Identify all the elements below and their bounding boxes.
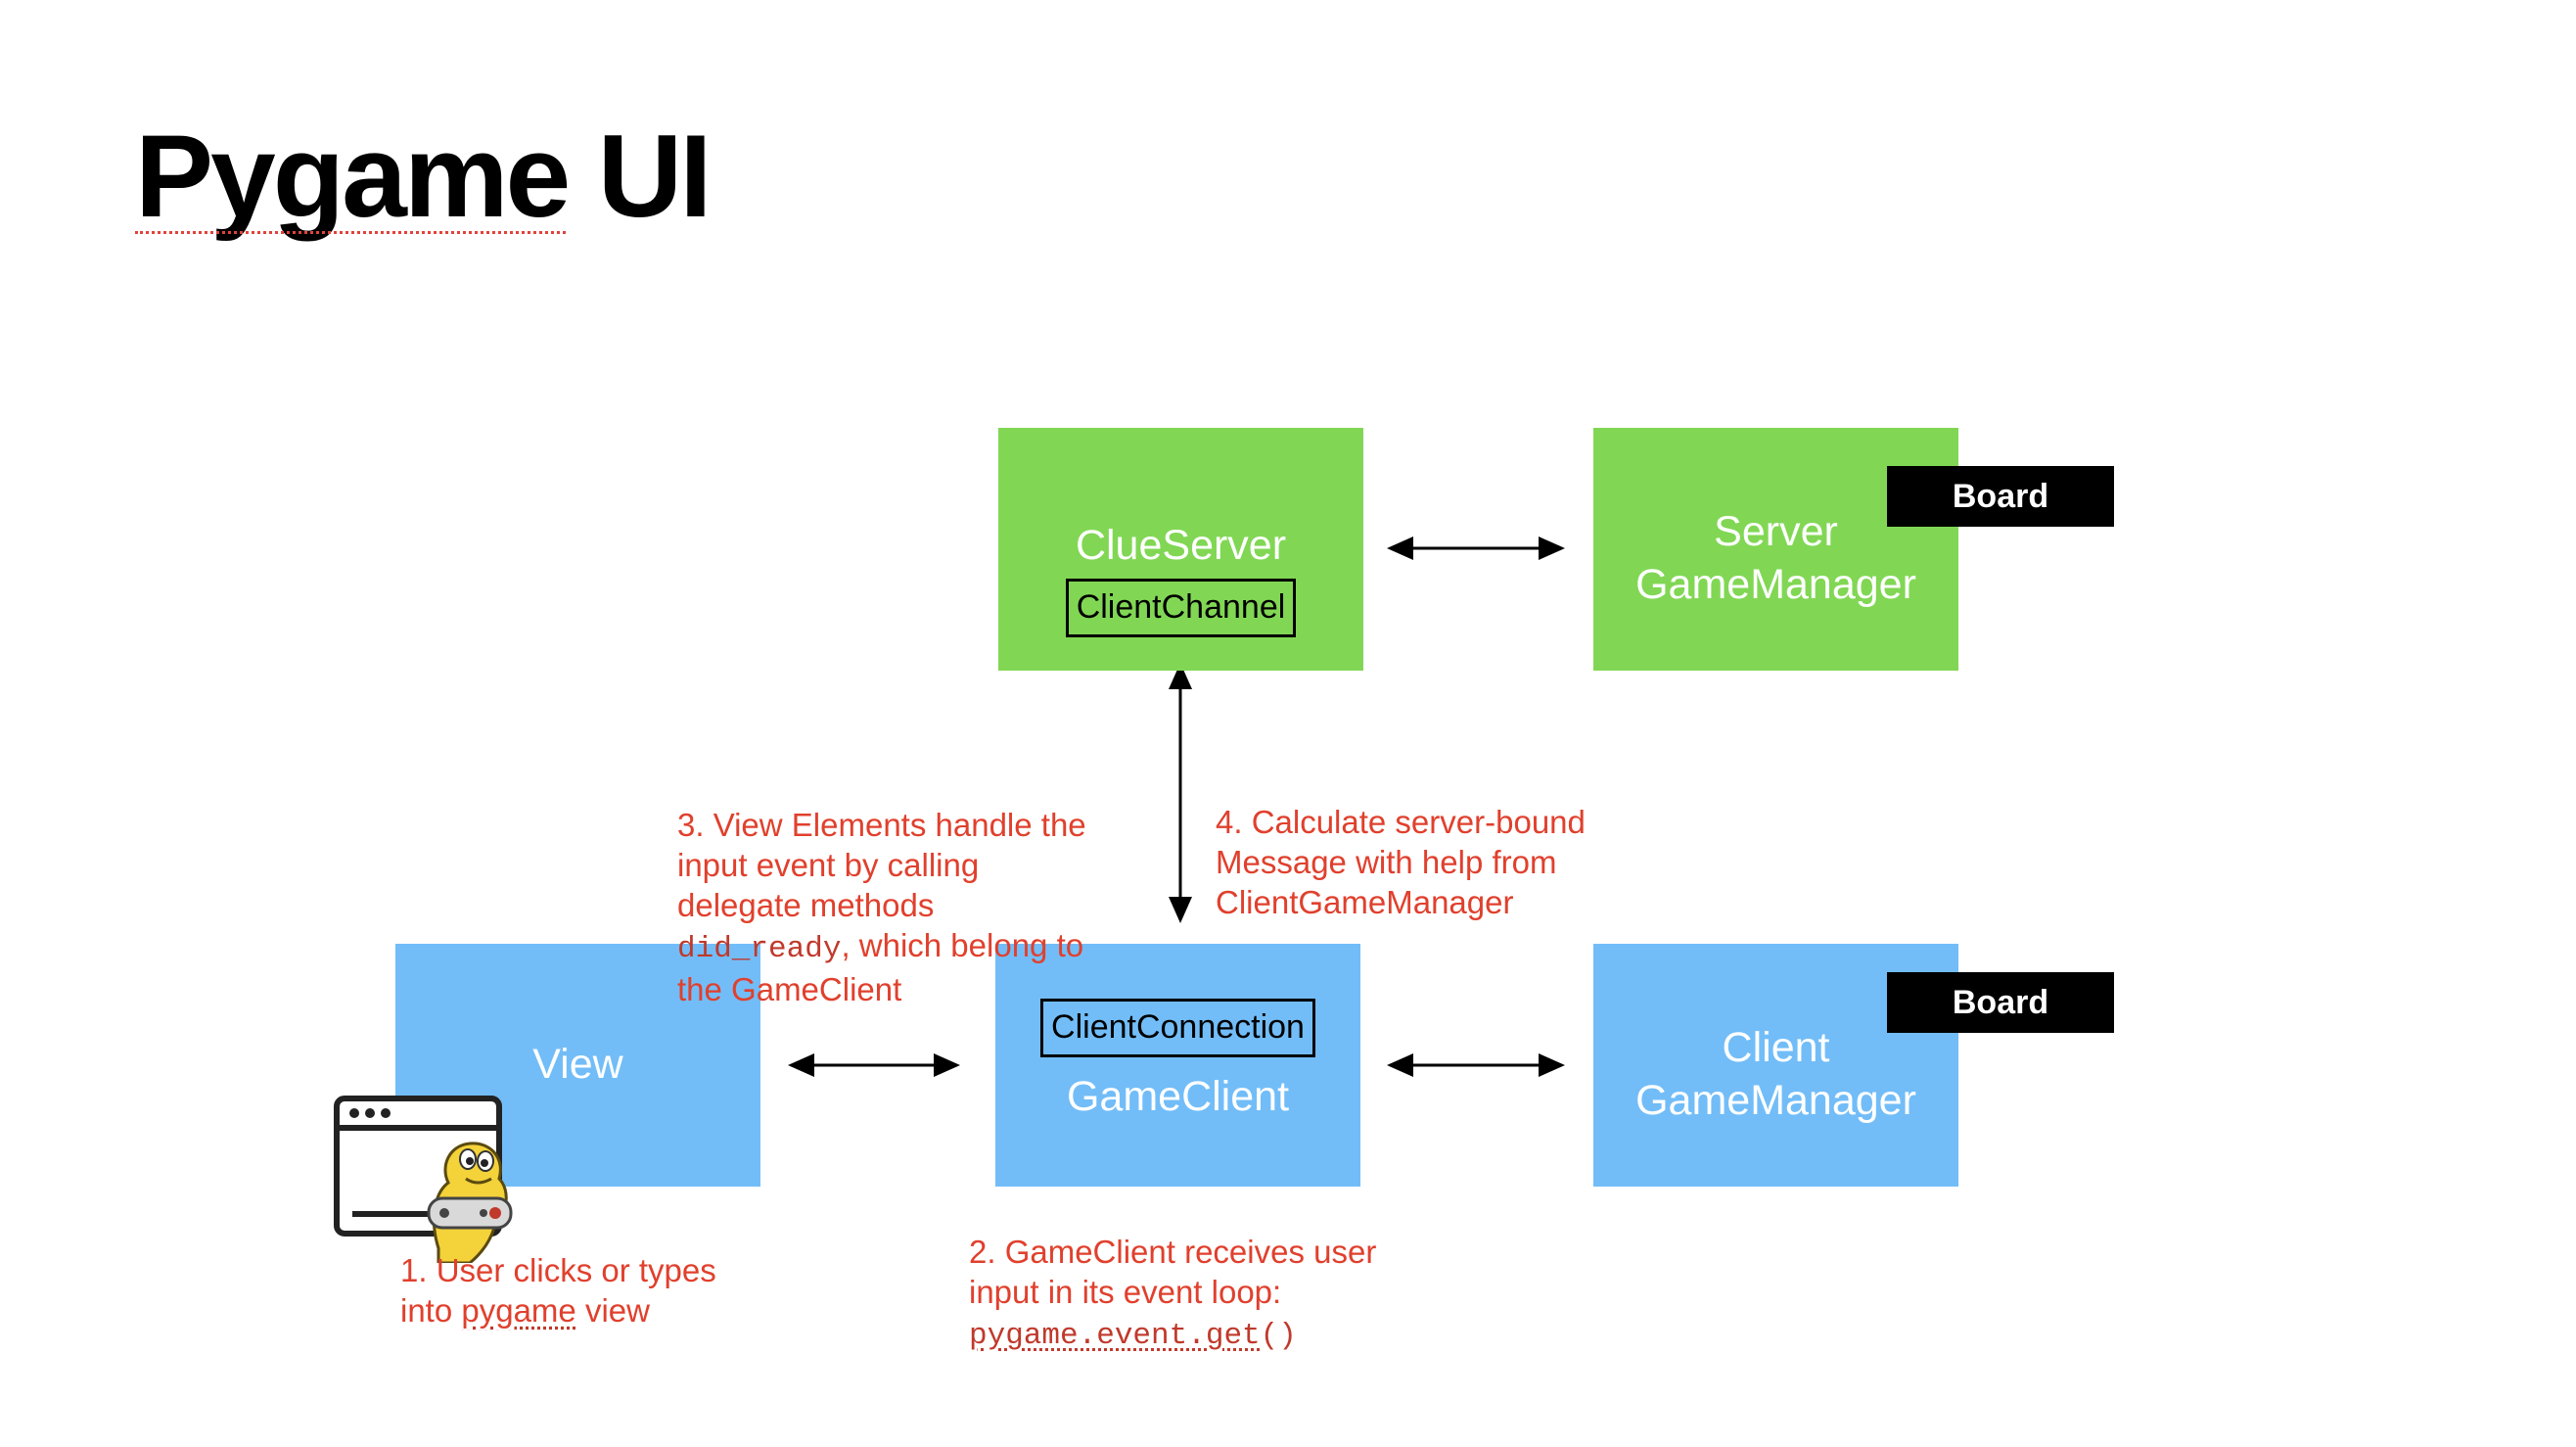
step4-line3: ClientGameManager bbox=[1216, 884, 1514, 920]
client-gm-line2: GameManager bbox=[1635, 1077, 1916, 1124]
client-gamemanager-box: Client GameManager bbox=[1593, 944, 1958, 1187]
server-gamemanager-box: Server GameManager bbox=[1593, 428, 1958, 671]
step2-line1: 2. GameClient receives user bbox=[969, 1234, 1377, 1270]
step3-line1: 3. View Elements handle the bbox=[677, 807, 1086, 843]
step3-line2: input event by calling bbox=[677, 847, 980, 883]
step3-line3: delegate methods bbox=[677, 887, 935, 923]
step4-line1: 4. Calculate server-bound bbox=[1216, 804, 1586, 840]
step4-note: 4. Calculate server-bound Message with h… bbox=[1216, 802, 1586, 922]
server-board-badge: Board bbox=[1887, 466, 2114, 527]
spellcheck-underline bbox=[135, 231, 566, 234]
step1-line1: 1. User clicks or types bbox=[400, 1252, 716, 1288]
step3-code: did_ready bbox=[677, 932, 842, 966]
server-gm-line1: Server bbox=[1714, 508, 1838, 556]
step1-note: 1. User clicks or types into pygame view bbox=[400, 1250, 716, 1330]
page-title: Pygame UI bbox=[135, 111, 713, 242]
clue-server-box: ClueServer ClientChannel bbox=[998, 428, 1363, 671]
step2-note: 2. GameClient receives user input in its… bbox=[969, 1232, 1376, 1356]
client-gm-line1: Client bbox=[1722, 1024, 1830, 1072]
step2-line2: input in its event loop: bbox=[969, 1274, 1282, 1310]
client-channel-box: ClientChannel bbox=[1065, 579, 1297, 637]
snake-mascot-icon bbox=[427, 1142, 513, 1265]
step3-note: 3. View Elements handle the input event … bbox=[677, 805, 1086, 1009]
clue-server-label: ClueServer bbox=[1075, 522, 1287, 570]
view-label: View bbox=[532, 1041, 623, 1089]
game-client-label: GameClient bbox=[1066, 1072, 1290, 1120]
pygame-icon bbox=[323, 1077, 519, 1265]
server-gm-line2: GameManager bbox=[1635, 561, 1916, 608]
client-connection-box: ClientConnection bbox=[1040, 999, 1315, 1057]
step3-line5: the GameClient bbox=[677, 971, 902, 1007]
step3-line4: did_ready, which belong to bbox=[677, 927, 1084, 966]
step2-line3: pygame.event.get() bbox=[969, 1319, 1297, 1353]
client-board-badge: Board bbox=[1887, 972, 2114, 1033]
step1-line2: into pygame view bbox=[400, 1292, 650, 1329]
step2-code: pygame.event.get bbox=[969, 1319, 1261, 1353]
view-box: View bbox=[395, 944, 760, 1187]
game-client-box: ClientConnection GameClient bbox=[995, 944, 1360, 1187]
step4-line2: Message with help from bbox=[1216, 844, 1557, 880]
